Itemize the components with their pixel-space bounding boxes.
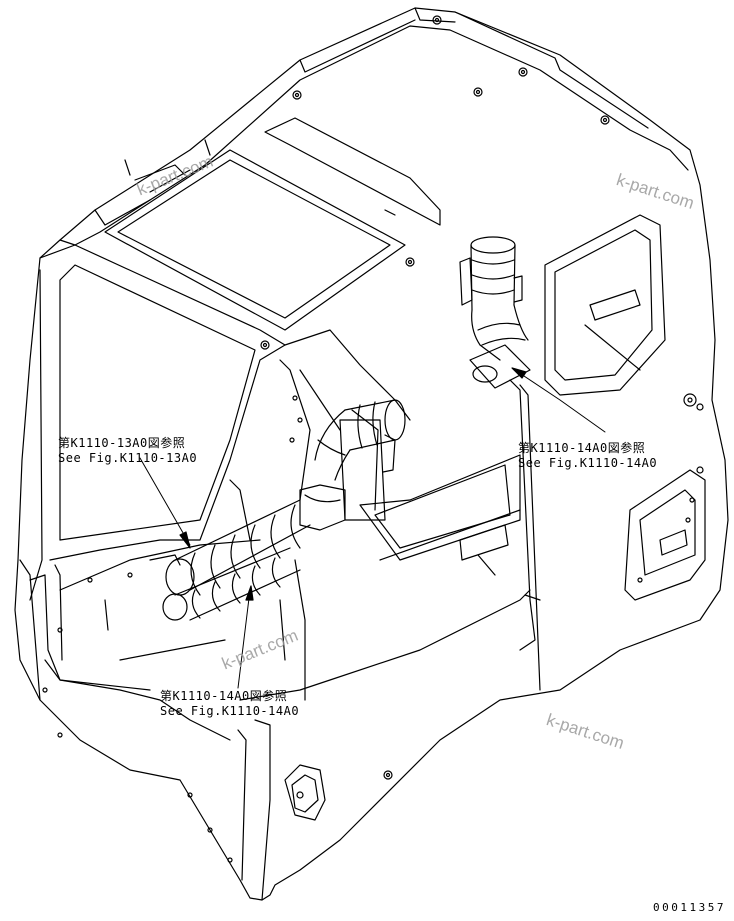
roof-window: [104, 139, 406, 331]
callout-k1110-14a0-lower: 第K1110-14A0図参照 See Fig.K1110-14A0: [160, 689, 299, 719]
callout-jp: 第K1110-14A0図参照: [518, 441, 646, 455]
arrowhead-13a0: [179, 531, 191, 549]
callout-k1110-13a0: 第K1110-13A0図参照 See Fig.K1110-13A0: [58, 436, 197, 466]
leader-14a0-right: [514, 369, 606, 433]
duct-middle: [299, 399, 406, 531]
callout-jp: 第K1110-13A0図参照: [58, 436, 186, 450]
callout-en: See Fig.K1110-13A0: [58, 451, 198, 465]
callout-en: See Fig.K1110-14A0: [160, 704, 300, 718]
arrowhead-14a0-lower: [245, 585, 254, 601]
door: [42, 329, 541, 901]
callout-jp: 第K1110-14A0図参照: [160, 689, 288, 703]
arrowhead-14a0-right: [511, 367, 527, 379]
reference-number: 00011357: [653, 901, 726, 914]
leader-13a0: [139, 457, 191, 546]
side-window: [544, 214, 706, 601]
callout-k1110-14a0-right: 第K1110-14A0図参照 See Fig.K1110-14A0: [518, 441, 657, 471]
leader-14a0-lower: [237, 589, 251, 689]
leader-lines: [139, 369, 606, 689]
interior-lines: [59, 479, 521, 661]
cab-outline: [14, 7, 729, 901]
duct-left-hoses: [149, 499, 311, 621]
callout-en: See Fig.K1110-14A0: [518, 456, 658, 470]
front-window-frame: [19, 244, 286, 741]
duct-right: [459, 236, 531, 389]
